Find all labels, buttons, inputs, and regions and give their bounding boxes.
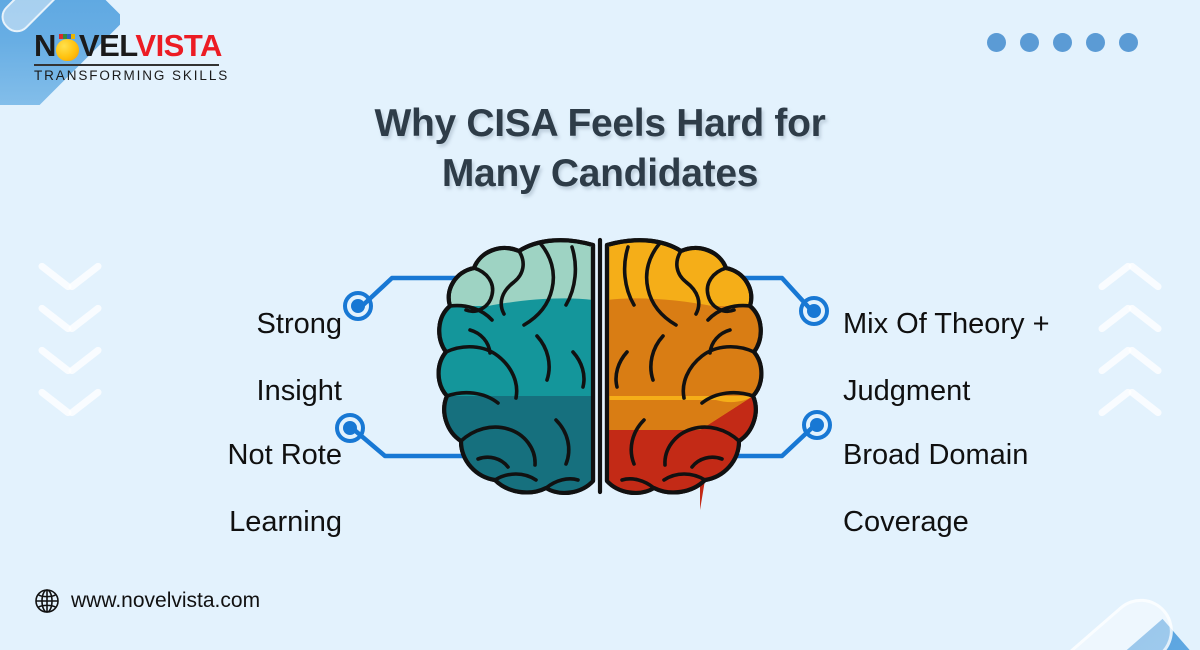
novelvista-logo[interactable]: N VELVISTA TRANSFORMING SKILLS [34, 28, 230, 83]
brain-left-hemisphere [436, 238, 596, 495]
brain-illustration [436, 237, 764, 510]
title-line-2: Many Candidates [441, 151, 759, 195]
marker-broad-domain [802, 410, 832, 440]
callout-strong-insight: Strong Insight [257, 274, 342, 442]
globe-icon [35, 589, 59, 613]
dot-3 [1053, 33, 1072, 52]
brain-left-edge [436, 238, 596, 495]
callout-line-2: Judgment [843, 374, 971, 407]
callout-not-rote: Not Rote Learning [228, 405, 342, 573]
brain-right-gyri [614, 241, 756, 490]
callout-line-1: Broad Domain [843, 438, 1029, 471]
callout-line-2: Insight [256, 374, 342, 407]
logo-divider [34, 64, 219, 66]
bulb-glass [55, 39, 79, 61]
title-line-1: Why CISA Feels Hard for [374, 102, 826, 145]
dot-row-decoration [987, 33, 1138, 52]
dot-5 [1119, 33, 1138, 52]
connector-markers [335, 291, 832, 443]
callout-line-2: Coverage [843, 505, 969, 538]
brain-right-mid-band [607, 298, 762, 396]
website-url[interactable]: www.novelvista.com [71, 589, 261, 612]
brain-right-lower-band-2 [607, 396, 756, 493]
dot-2 [1020, 33, 1039, 52]
logo-text-vista: VISTA [135, 28, 222, 63]
marker-not-rote [335, 413, 365, 443]
callout-mix-theory: Mix Of Theory + Judgment [843, 274, 1093, 442]
lightbulb-icon [55, 34, 80, 61]
callout-broad-domain: Broad Domain Coverage [843, 405, 1093, 573]
callout-line-1: Strong [256, 307, 342, 340]
brain-right-hemisphere [604, 238, 764, 510]
dot-1 [987, 33, 1006, 52]
brain-right-edge [604, 238, 764, 495]
logo-letter-n: N [34, 28, 56, 63]
callout-line-1: Not Rote [227, 438, 342, 471]
footer: www.novelvista.com [34, 588, 260, 614]
callout-line-2: Learning [229, 505, 342, 538]
brain-left-mid-band [438, 298, 593, 396]
page-title: Why CISA Feels Hard for Many Candidates [0, 99, 1200, 199]
logo-tagline: TRANSFORMING SKILLS [34, 68, 230, 83]
dot-4 [1086, 33, 1105, 52]
logo-text-vel: VEL [78, 28, 136, 63]
callout-line-1: Mix Of Theory + [843, 307, 1050, 340]
brain-left-gyri [444, 241, 586, 490]
marker-strong-insight [343, 291, 373, 321]
logo-wordmark: N VELVISTA [34, 28, 222, 63]
bulb-cap [58, 34, 75, 39]
marker-mix-theory [799, 296, 829, 326]
